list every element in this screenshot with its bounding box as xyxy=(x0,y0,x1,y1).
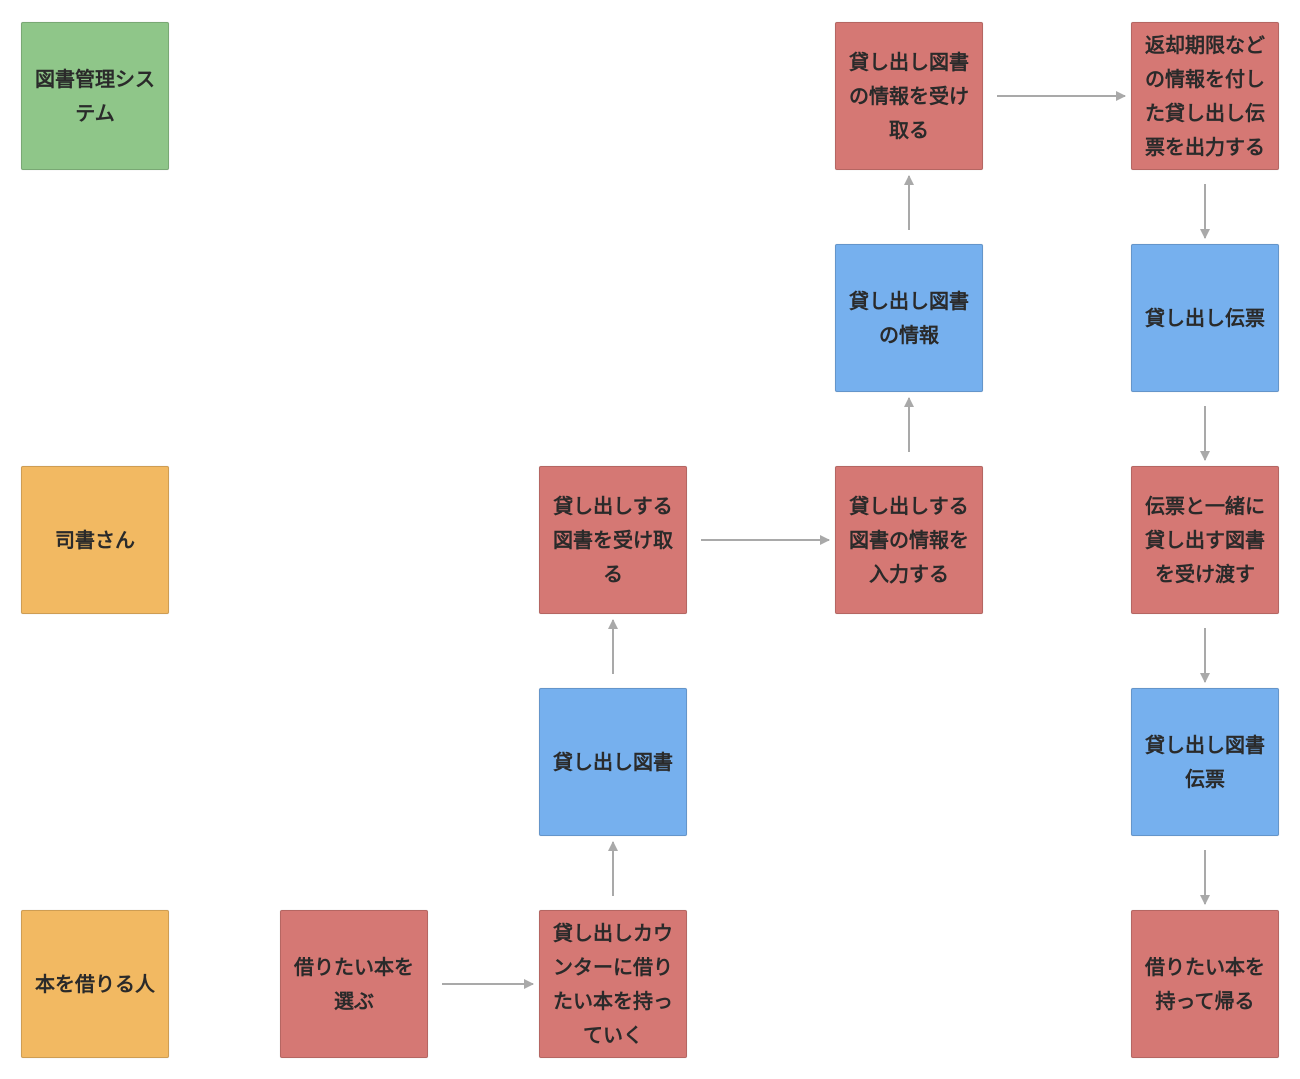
lane-label: 図書管理システム xyxy=(35,67,155,125)
node-label: 貸し出し伝票 xyxy=(1145,306,1265,330)
lane-label: 本を借りる人 xyxy=(35,972,155,996)
data-node-loan-book-info[interactable]: 貸し出し図書の情報 xyxy=(835,244,983,392)
data-node-loan-book[interactable]: 貸し出し図書 xyxy=(539,688,687,836)
node-label: 伝票と一緒に貸し出す図書を受け渡す xyxy=(1145,494,1265,586)
node-label: 貸し出し図書の情報 xyxy=(849,289,969,347)
process-node-receive-book[interactable]: 貸し出しする図書を受け取る xyxy=(539,466,687,614)
process-node-hand-over[interactable]: 伝票と一緒に貸し出す図書を受け渡す xyxy=(1131,466,1279,614)
lane-header-borrower[interactable]: 本を借りる人 xyxy=(21,910,169,1058)
node-label: 借りたい本を持って帰る xyxy=(1145,955,1265,1013)
node-label: 貸し出し図書伝票 xyxy=(1145,733,1265,791)
node-label: 貸し出し図書 xyxy=(553,750,673,774)
process-node-bring-to-counter[interactable]: 貸し出しカウンターに借りたい本を持っていく xyxy=(539,910,687,1058)
process-node-input-book-info[interactable]: 貸し出しする図書の情報を入力する xyxy=(835,466,983,614)
node-label: 借りたい本を選ぶ xyxy=(294,955,414,1013)
node-label: 貸し出し図書の情報を受け取る xyxy=(849,50,969,142)
lane-header-system[interactable]: 図書管理システム xyxy=(21,22,169,170)
lane-label: 司書さん xyxy=(55,528,135,552)
node-label: 貸し出しカウンターに借りたい本を持っていく xyxy=(553,921,673,1047)
data-node-book-and-slip[interactable]: 貸し出し図書伝票 xyxy=(1131,688,1279,836)
node-label: 返却期限などの情報を付した貸し出し伝票を出力する xyxy=(1145,33,1265,159)
process-node-select-book[interactable]: 借りたい本を選ぶ xyxy=(280,910,428,1058)
process-node-output-slip[interactable]: 返却期限などの情報を付した貸し出し伝票を出力する xyxy=(1131,22,1279,170)
data-node-loan-slip[interactable]: 貸し出し伝票 xyxy=(1131,244,1279,392)
node-label: 貸し出しする図書の情報を入力する xyxy=(849,494,969,586)
lane-header-librarian[interactable]: 司書さん xyxy=(21,466,169,614)
process-node-take-home[interactable]: 借りたい本を持って帰る xyxy=(1131,910,1279,1058)
node-label: 貸し出しする図書を受け取る xyxy=(553,494,673,586)
process-node-receive-book-info[interactable]: 貸し出し図書の情報を受け取る xyxy=(835,22,983,170)
